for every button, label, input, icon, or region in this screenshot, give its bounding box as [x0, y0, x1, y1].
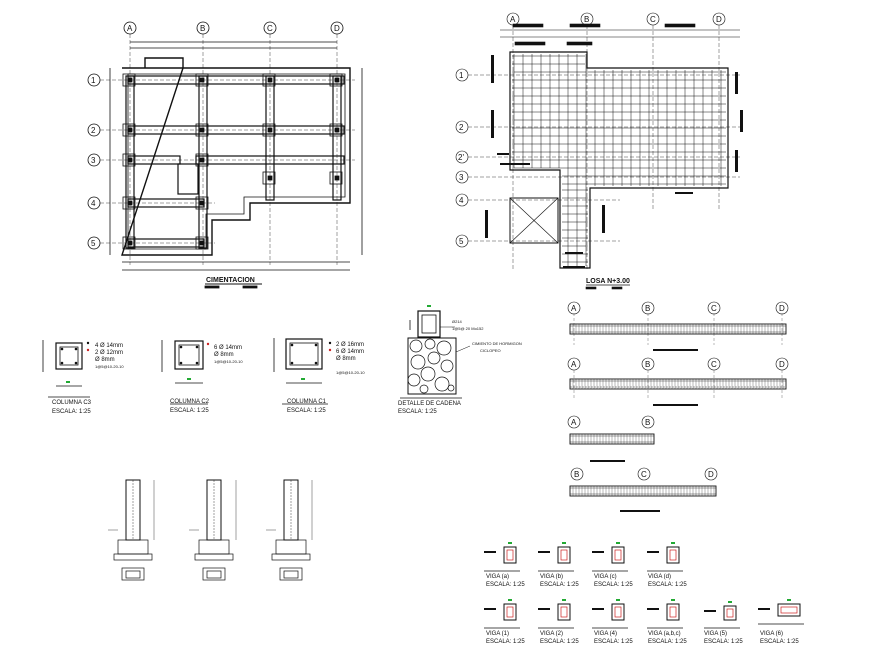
col-c3-spec-3: Ø 8mm	[95, 357, 115, 363]
slab-plan	[455, 12, 743, 290]
viga-6-scale: ESCALA: 1:25	[760, 639, 799, 645]
chain-detail-labels: Ø214 1@5@ 20 Mo152 CIMIENTO DE HORMIGON …	[398, 319, 522, 415]
elev3-axis-a: A	[571, 418, 577, 427]
viga-abc-title: VIGA (a,b,c)	[648, 631, 681, 637]
col-c2-scale: ESCALA: 1:25	[170, 408, 209, 414]
slab-col-c: C	[650, 15, 656, 24]
elev2-axis-b: B	[645, 360, 650, 369]
foundation-plan-title: CIMENTACION	[206, 277, 255, 284]
elev2-axis-a: A	[571, 360, 577, 369]
viga-5-scale: ESCALA: 1:25	[704, 639, 743, 645]
chain-note-2: 1@5@ 20 Mo152	[452, 326, 484, 331]
footing-sections	[108, 479, 313, 581]
viga-1-title: VIGA (1)	[486, 631, 509, 637]
col-c2-title: COLUMNA C2	[170, 399, 210, 405]
foundation-col-labels: A B C D 1 2 3 4 5 CIMENTACION	[91, 24, 340, 284]
foundation-row-1: 1	[91, 76, 96, 85]
slab-col-b: B	[584, 15, 589, 24]
viga-c-scale: ESCALA: 1:25	[594, 582, 633, 588]
viga-5-title: VIGA (5)	[704, 631, 727, 637]
elev2-axis-c: C	[711, 360, 717, 369]
elev3-axis-b: B	[645, 418, 650, 427]
foundation-col-a: A	[127, 24, 133, 33]
elev4-axis-d: D	[708, 470, 714, 479]
viga-6-title: VIGA (6)	[760, 631, 783, 637]
foundation-plan	[87, 21, 363, 289]
elev1-axis-b: B	[645, 304, 650, 313]
slab-row-2: 2	[459, 123, 464, 132]
col-c2-spec-2: Ø 8mm	[214, 352, 234, 358]
col-c1-spec-1: 2 Ø 16mm	[336, 342, 364, 348]
foundation-row-5: 5	[91, 239, 96, 248]
viga-d-title: VIGA (d)	[648, 574, 671, 580]
slab-col-d: D	[716, 15, 722, 24]
viga-4-title: VIGA (4)	[594, 631, 617, 637]
foundation-col-b: B	[200, 24, 205, 33]
col-c2-spec-3: 1@5@10-20-10	[214, 359, 243, 364]
slab-col-a: A	[510, 15, 516, 24]
viga-1-scale: ESCALA: 1:25	[486, 639, 525, 645]
slab-row-4: 4	[459, 196, 464, 205]
col-c1-spec-3: Ø 8mm	[336, 356, 356, 362]
elev1-axis-a: A	[571, 304, 577, 313]
col-c1-title: COLUMNA C1	[287, 399, 327, 405]
viga-c-title: VIGA (c)	[594, 574, 617, 580]
elev2-axis-d: D	[779, 360, 785, 369]
viga-b-title: VIGA (b)	[540, 574, 563, 580]
viga-abc-scale: ESCALA: 1:25	[648, 639, 687, 645]
elev1-axis-c: C	[711, 304, 717, 313]
col-c3-spec-1: 4 Ø 14mm	[95, 343, 123, 349]
col-c1-scale: ESCALA: 1:25	[287, 408, 326, 414]
viga-2-scale: ESCALA: 1:25	[540, 639, 579, 645]
foundation-col-d: D	[334, 24, 340, 33]
foundation-row-3: 3	[91, 156, 96, 165]
slab-row-5: 5	[459, 237, 464, 246]
beam-section-labels: VIGA (a) ESCALA: 1:25 VIGA (b) ESCALA: 1…	[486, 574, 799, 645]
col-c1-spec-4: 1@5@10-20-10	[336, 370, 365, 375]
viga-4-scale: ESCALA: 1:25	[594, 639, 633, 645]
elev4-axis-c: C	[641, 470, 647, 479]
slab-row-1: 1	[459, 71, 464, 80]
column-labels: 4 Ø 14mm 2 Ø 12mm Ø 8mm 1@5@10-20-10 COL…	[52, 342, 365, 415]
col-c3-title: COLUMNA C3	[52, 400, 92, 406]
foundation-row-4: 4	[91, 199, 96, 208]
viga-a-title: VIGA (a)	[486, 574, 509, 580]
elev1-axis-d: D	[779, 304, 785, 313]
col-c3-scale: ESCALA: 1:25	[52, 409, 91, 415]
chain-detail	[400, 305, 471, 399]
beam-elevation-labels: A B C D A B C D A B B C D	[571, 304, 785, 479]
foundation-col-c: C	[267, 24, 273, 33]
foundation-row-2: 2	[91, 126, 96, 135]
chain-note-3: CIMIENTO DE HORMIGON	[472, 341, 522, 346]
viga-d-scale: ESCALA: 1:25	[648, 582, 687, 588]
viga-b-scale: ESCALA: 1:25	[540, 582, 579, 588]
beam-sections	[484, 542, 804, 629]
col-c3-spec-2: 2 Ø 12mm	[95, 350, 123, 356]
elev4-axis-b: B	[574, 470, 579, 479]
col-c2-spec-1: 6 Ø 14mm	[214, 345, 242, 351]
viga-2-title: VIGA (2)	[540, 631, 563, 637]
beam-elevations	[567, 301, 789, 512]
column-sections	[42, 338, 332, 405]
viga-a-scale: ESCALA: 1:25	[486, 582, 525, 588]
chain-title: DETALLE DE CADENA	[398, 401, 461, 407]
slab-row-2p: 2'	[458, 153, 464, 162]
slab-plan-title: LOSA N+3.00	[586, 278, 630, 285]
col-c1-spec-2: 6 Ø 14mm	[336, 349, 364, 355]
slab-labels: A B C D 1 2 2' 3 4 5 LOSA N+3.00	[458, 15, 722, 285]
chain-note-4: CICLOPEO	[480, 348, 501, 353]
col-c3-spec-4: 1@5@10-20-10	[95, 364, 124, 369]
chain-note-1: Ø214	[452, 319, 463, 324]
chain-scale: ESCALA: 1:25	[398, 409, 437, 415]
slab-row-3: 3	[459, 173, 464, 182]
foundation-col-bubbles	[123, 21, 344, 35]
